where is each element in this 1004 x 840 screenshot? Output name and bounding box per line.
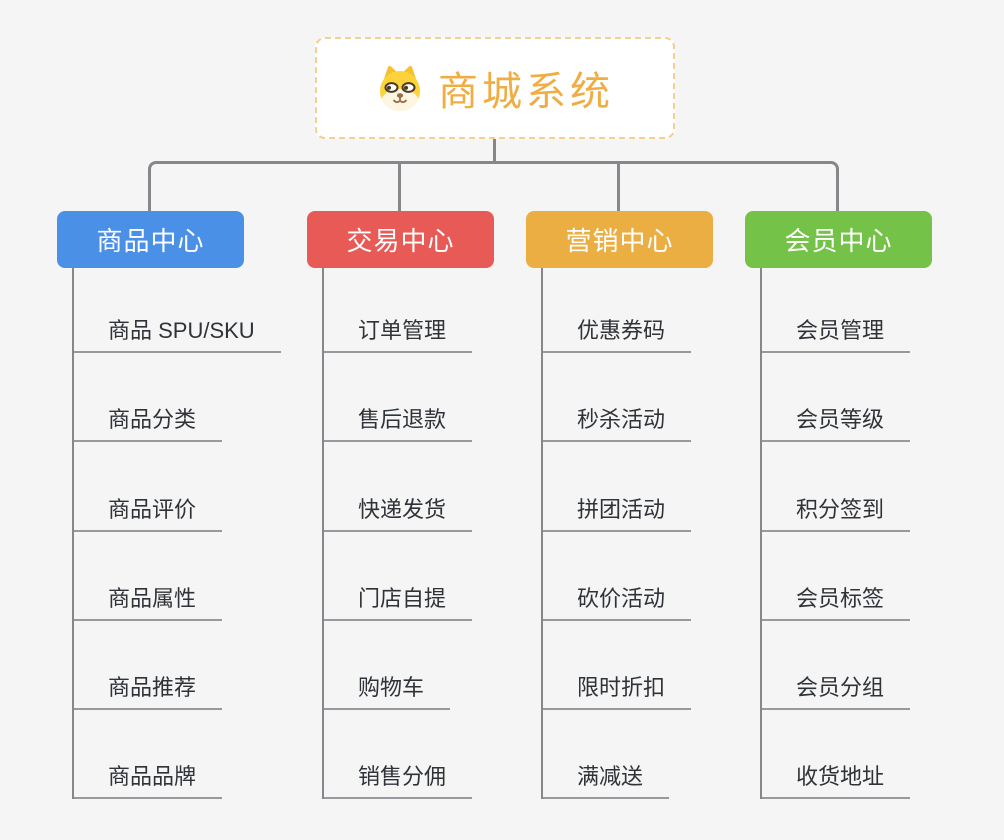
leaf-node[interactable]: 商品品牌: [74, 710, 281, 800]
leaf-label: 优惠券码: [543, 313, 692, 353]
connector-bus: [148, 161, 839, 211]
leaf-label: 商品品牌: [74, 759, 223, 800]
leaf-node[interactable]: 满减送: [543, 710, 691, 800]
connector-root-stub: [493, 139, 496, 162]
leaf-node[interactable]: 砍价活动: [543, 532, 692, 621]
connector-drop-trade: [398, 162, 401, 211]
leaf-node[interactable]: 商品属性: [74, 532, 281, 621]
leaf-node[interactable]: 售后退款: [324, 353, 473, 443]
dog-face-icon: [380, 65, 420, 111]
leaf-node[interactable]: 秒杀活动: [543, 353, 692, 443]
connector-drop-marketing: [617, 162, 620, 211]
leaf-label: 拼团活动: [543, 492, 692, 532]
branch-children-column-product: 商品 SPU/SKU 商品分类 商品评价 商品属性 商品推荐 商品品牌: [72, 268, 281, 800]
leaf-label: 商品属性: [74, 581, 223, 621]
leaf-label: 满减送: [543, 759, 670, 800]
leaf-node[interactable]: 会员分组: [762, 621, 911, 711]
branch-children-column-marketing: 优惠券码 秒杀活动 拼团活动 砍价活动 限时折扣 满减送: [541, 268, 692, 800]
leaf-label: 商品分类: [74, 402, 223, 443]
leaf-label: 商品 SPU/SKU: [74, 313, 281, 353]
leaf-label: 收货地址: [762, 759, 911, 800]
leaf-label: 销售分佣: [324, 759, 473, 800]
leaf-label: 快递发货: [324, 492, 473, 532]
leaf-node[interactable]: 商品推荐: [74, 621, 281, 711]
branch-children-column-member: 会员管理 会员等级 积分签到 会员标签 会员分组 收货地址: [760, 268, 911, 800]
leaf-node[interactable]: 商品 SPU/SKU: [74, 268, 281, 353]
branch-node-member-center[interactable]: 会员中心: [745, 211, 932, 268]
root-node[interactable]: 商城系统: [315, 37, 675, 139]
leaf-node[interactable]: 订单管理: [324, 268, 473, 353]
leaf-node[interactable]: 商品评价: [74, 442, 281, 532]
leaf-node[interactable]: 门店自提: [324, 532, 473, 621]
leaf-node[interactable]: 快递发货: [324, 442, 473, 532]
leaf-label: 商品评价: [74, 492, 223, 532]
leaf-label: 购物车: [324, 670, 451, 711]
leaf-node[interactable]: 拼团活动: [543, 442, 692, 532]
leaf-label: 秒杀活动: [543, 402, 692, 443]
leaf-label: 砍价活动: [543, 581, 692, 621]
branch-node-product-center[interactable]: 商品中心: [57, 211, 244, 268]
leaf-node[interactable]: 购物车: [324, 621, 472, 711]
leaf-label: 积分签到: [762, 492, 911, 532]
leaf-node[interactable]: 会员标签: [762, 532, 911, 621]
leaf-node[interactable]: 收货地址: [762, 710, 911, 800]
leaf-label: 会员分组: [762, 670, 911, 711]
leaf-node[interactable]: 优惠券码: [543, 268, 692, 353]
leaf-label: 售后退款: [324, 402, 473, 443]
leaf-label: 会员管理: [762, 313, 911, 353]
leaf-node[interactable]: 销售分佣: [324, 710, 473, 800]
leaf-label: 会员标签: [762, 581, 911, 621]
branch-children-column-trade: 订单管理 售后退款 快递发货 门店自提 购物车 销售分佣: [322, 268, 473, 800]
leaf-node[interactable]: 会员等级: [762, 353, 911, 443]
branch-node-trade-center[interactable]: 交易中心: [307, 211, 494, 268]
leaf-label: 订单管理: [324, 313, 473, 353]
leaf-label: 门店自提: [324, 581, 473, 621]
root-node-label: 商城系统: [438, 70, 614, 114]
leaf-label: 商品推荐: [74, 670, 223, 711]
leaf-node[interactable]: 限时折扣: [543, 621, 692, 711]
leaf-node[interactable]: 积分签到: [762, 442, 911, 532]
leaf-label: 会员等级: [762, 402, 911, 443]
leaf-label: 限时折扣: [543, 670, 692, 711]
leaf-node[interactable]: 商品分类: [74, 353, 281, 443]
branch-node-marketing-center[interactable]: 营销中心: [526, 211, 713, 268]
leaf-node[interactable]: 会员管理: [762, 268, 911, 353]
